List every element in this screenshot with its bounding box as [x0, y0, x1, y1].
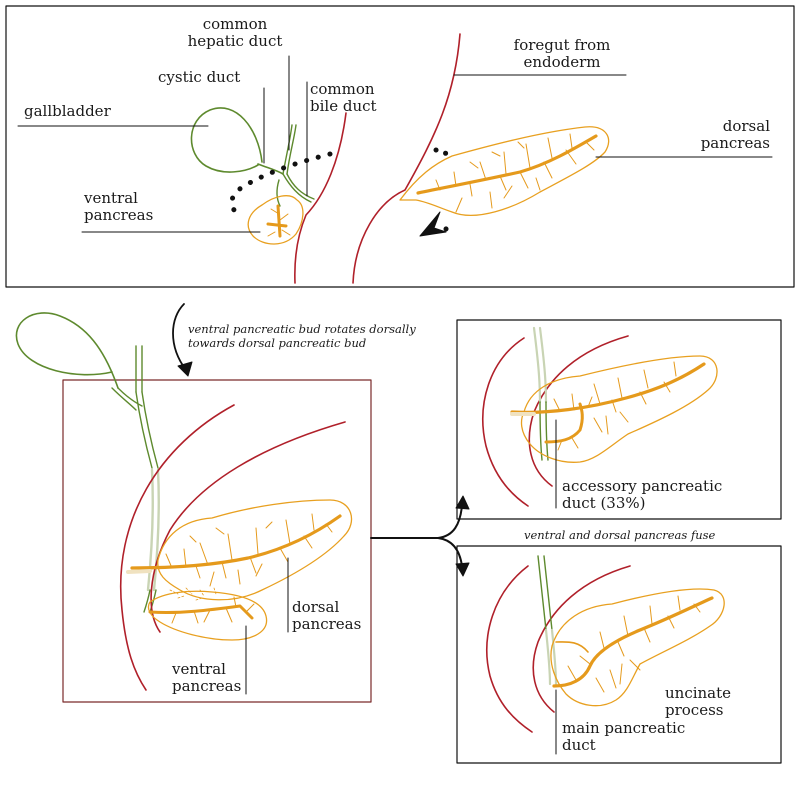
mid-duct-faded-entry [126, 569, 152, 574]
rotation-arrowhead [177, 361, 193, 377]
top-ventral-bud-duct [266, 204, 288, 238]
mid-gut-outer-wall [120, 404, 235, 691]
top-dorsal-bud [399, 126, 610, 216]
top-dorsal-arrowhead [419, 211, 447, 237]
label-accessory-duct: accessory pancreatic duct (33%) [562, 477, 723, 512]
main-gut-outer-wall [486, 565, 533, 733]
label-ventral-pancreas-mid: ventral pancreas [172, 660, 242, 695]
label-ventral-pancreas-top: ventral pancreas [84, 189, 154, 224]
mid-dorsal-branches [165, 513, 333, 587]
top-ventral-bud-stalk [276, 179, 281, 207]
label-foregut: foregut from endoderm [513, 36, 611, 71]
main-bile-duct [537, 555, 553, 631]
mid-dorsal-pancreas [157, 499, 353, 601]
acc-main-duct [510, 362, 706, 414]
label-common-bile-duct: common bile duct [310, 80, 377, 115]
top-panel-frame [5, 5, 795, 288]
top-foregut-right-wall [352, 33, 461, 284]
acc-branches [553, 361, 677, 451]
top-foregut-left-wall [294, 112, 347, 284]
mid-fusion-dashes [169, 587, 217, 601]
main-bile-duct-fused [544, 628, 558, 686]
fork-arrow-down [437, 537, 463, 567]
top-dorsal-bud-branches [435, 133, 595, 213]
label-main-duct: main pancreatic duct [562, 719, 686, 754]
acc-ventral-duct [544, 402, 584, 444]
label-cystic-duct: cystic duct [158, 68, 241, 86]
mid-hepatic-duct [135, 345, 143, 393]
acc-bile-duct-fused [532, 326, 548, 404]
mid-ventral-branches [171, 596, 255, 624]
mid-bile-duct-lower [143, 589, 157, 613]
mid-dorsal-main-duct [130, 514, 342, 570]
label-common-hepatic-duct: common hepatic duct [187, 15, 283, 50]
main-pancreas [550, 588, 725, 707]
top-gallbladder [190, 107, 263, 173]
label-dorsal-pancreas-mid: dorsal pancreas [292, 598, 362, 633]
fork-arrow-up [437, 505, 463, 539]
mid-bile-duct-fused [146, 468, 160, 592]
top-dorsal-bud-dot [433, 147, 453, 156]
label-uncinate: uncinate process [665, 684, 732, 719]
top-ventral-bud-branches [267, 208, 291, 237]
mid-cystic-junction [111, 387, 143, 411]
top-dorsal-bud-main-duct [416, 134, 598, 195]
top-rotation-path [229, 151, 333, 221]
acc-bile-duct [539, 401, 549, 461]
label-dorsal-pancreas-top: dorsal pancreas [700, 117, 770, 152]
top-dorsal-arrow-dots [443, 219, 453, 232]
label-gallbladder: gallbladder [24, 102, 111, 120]
acc-pancreas [520, 355, 718, 463]
rotation-arrow [172, 303, 187, 371]
mid-common-bile-duct [135, 391, 159, 469]
top-cystic-duct [257, 163, 284, 175]
main-gut-inner-wall [532, 565, 631, 713]
mid-ventral-duct [148, 604, 254, 620]
main-duct-panel-frame [456, 545, 782, 764]
accessory-duct-panel-frame [456, 319, 782, 520]
top-common-bile-duct [282, 173, 315, 203]
middle-panel-frame [62, 379, 372, 703]
main-branches [567, 595, 701, 693]
main-accessory-remnant [555, 641, 589, 653]
caption-rotation: ventral pancreatic bud rotates dorsally … [188, 322, 416, 350]
mid-gut-inner-wall [150, 421, 346, 633]
mid-ventral-pancreas [147, 590, 268, 641]
caption-fusion: ventral and dorsal pancreas fuse [524, 528, 716, 542]
fork-arrowhead-down [455, 562, 470, 577]
main-pancreatic-duct [552, 596, 714, 688]
fork-arrowhead-up [455, 495, 470, 510]
mid-gallbladder [15, 312, 119, 389]
acc-gut-outer-wall [482, 337, 529, 507]
top-ventral-bud [247, 195, 304, 245]
